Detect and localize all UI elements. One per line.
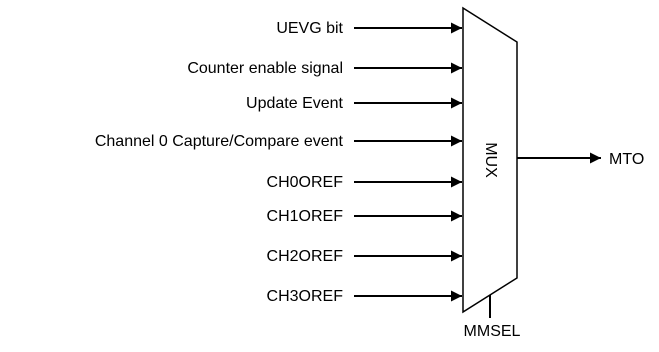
input-label-0: UEVG bit	[276, 20, 343, 37]
input-label-5: CH1OREF	[267, 208, 344, 225]
input-label-7: CH3OREF	[267, 288, 344, 305]
input-label-1: Counter enable signal	[187, 60, 343, 77]
input-line-4: CH0OREF	[267, 174, 462, 191]
input-line-6: CH2OREF	[267, 248, 462, 265]
output-label: MTO	[609, 151, 644, 168]
input-label-2: Update Event	[246, 95, 344, 112]
input-label-3: Channel 0 Capture/Compare event	[95, 133, 344, 150]
mux-label: MUX	[482, 142, 499, 178]
input-line-7: CH3OREF	[267, 288, 462, 305]
input-line-5: CH1OREF	[267, 208, 462, 225]
input-line-1: Counter enable signal	[187, 60, 462, 77]
select-label: MMSEL	[464, 323, 521, 340]
input-line-3: Channel 0 Capture/Compare event	[95, 133, 462, 150]
mux-block	[462, 6, 518, 314]
input-label-6: CH2OREF	[267, 248, 344, 265]
input-label-4: CH0OREF	[267, 174, 344, 191]
input-line-2: Update Event	[246, 95, 462, 112]
input-line-0: UEVG bit	[276, 20, 462, 37]
